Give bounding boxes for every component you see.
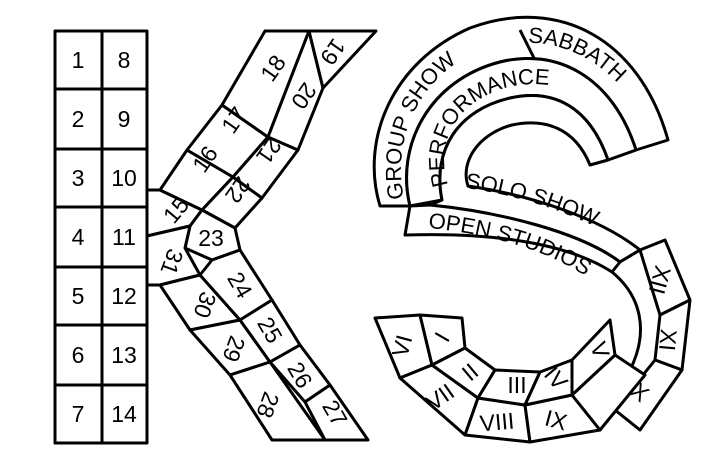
k-left-column: 1 2 3 4 5 6 7 xyxy=(53,29,104,445)
k-cell-8: 8 xyxy=(118,47,131,73)
k-cell-6: 6 xyxy=(72,342,85,368)
k-cell-5: 5 xyxy=(72,283,85,309)
k-right-column: 8 9 10 11 12 13 14 xyxy=(100,29,149,445)
k-cell-7: 7 xyxy=(72,401,85,427)
k-cell-9: 9 xyxy=(118,106,131,132)
k-upper-arm: 15 16 17 18 22 21 20 19 xyxy=(145,29,378,238)
s-upper: GROUP SHOW SABBATH PERFORMANCE SOLO SHOW… xyxy=(372,15,679,382)
k-cell-3: 3 xyxy=(72,165,85,191)
k-lower-arm: 31 30 29 28 24 25 26 27 xyxy=(145,224,370,442)
k-cell-4: 4 xyxy=(72,224,85,250)
k-cell-2: 2 xyxy=(72,106,85,132)
k-cell-10: 10 xyxy=(111,165,137,191)
k-cell-13: 13 xyxy=(111,342,137,368)
s-right-roman: XII XI X xyxy=(613,238,692,432)
k-cell-1: 1 xyxy=(72,47,85,73)
k-left-block: 1 2 3 4 5 6 7 8 9 10 11 12 13 14 xyxy=(53,29,149,445)
k-cell-11: 11 xyxy=(112,224,136,250)
s-roman-iii: III xyxy=(507,372,526,398)
k-cell-12: 12 xyxy=(111,283,137,309)
s-roman-xi: XI xyxy=(654,328,682,352)
s-bottom-roman: VI VII VIII IX I II III IV V xyxy=(373,313,647,444)
k-cell-23: 23 xyxy=(198,225,224,251)
s-roman-viii: VIII xyxy=(479,408,516,437)
k-cell-14: 14 xyxy=(111,401,137,427)
